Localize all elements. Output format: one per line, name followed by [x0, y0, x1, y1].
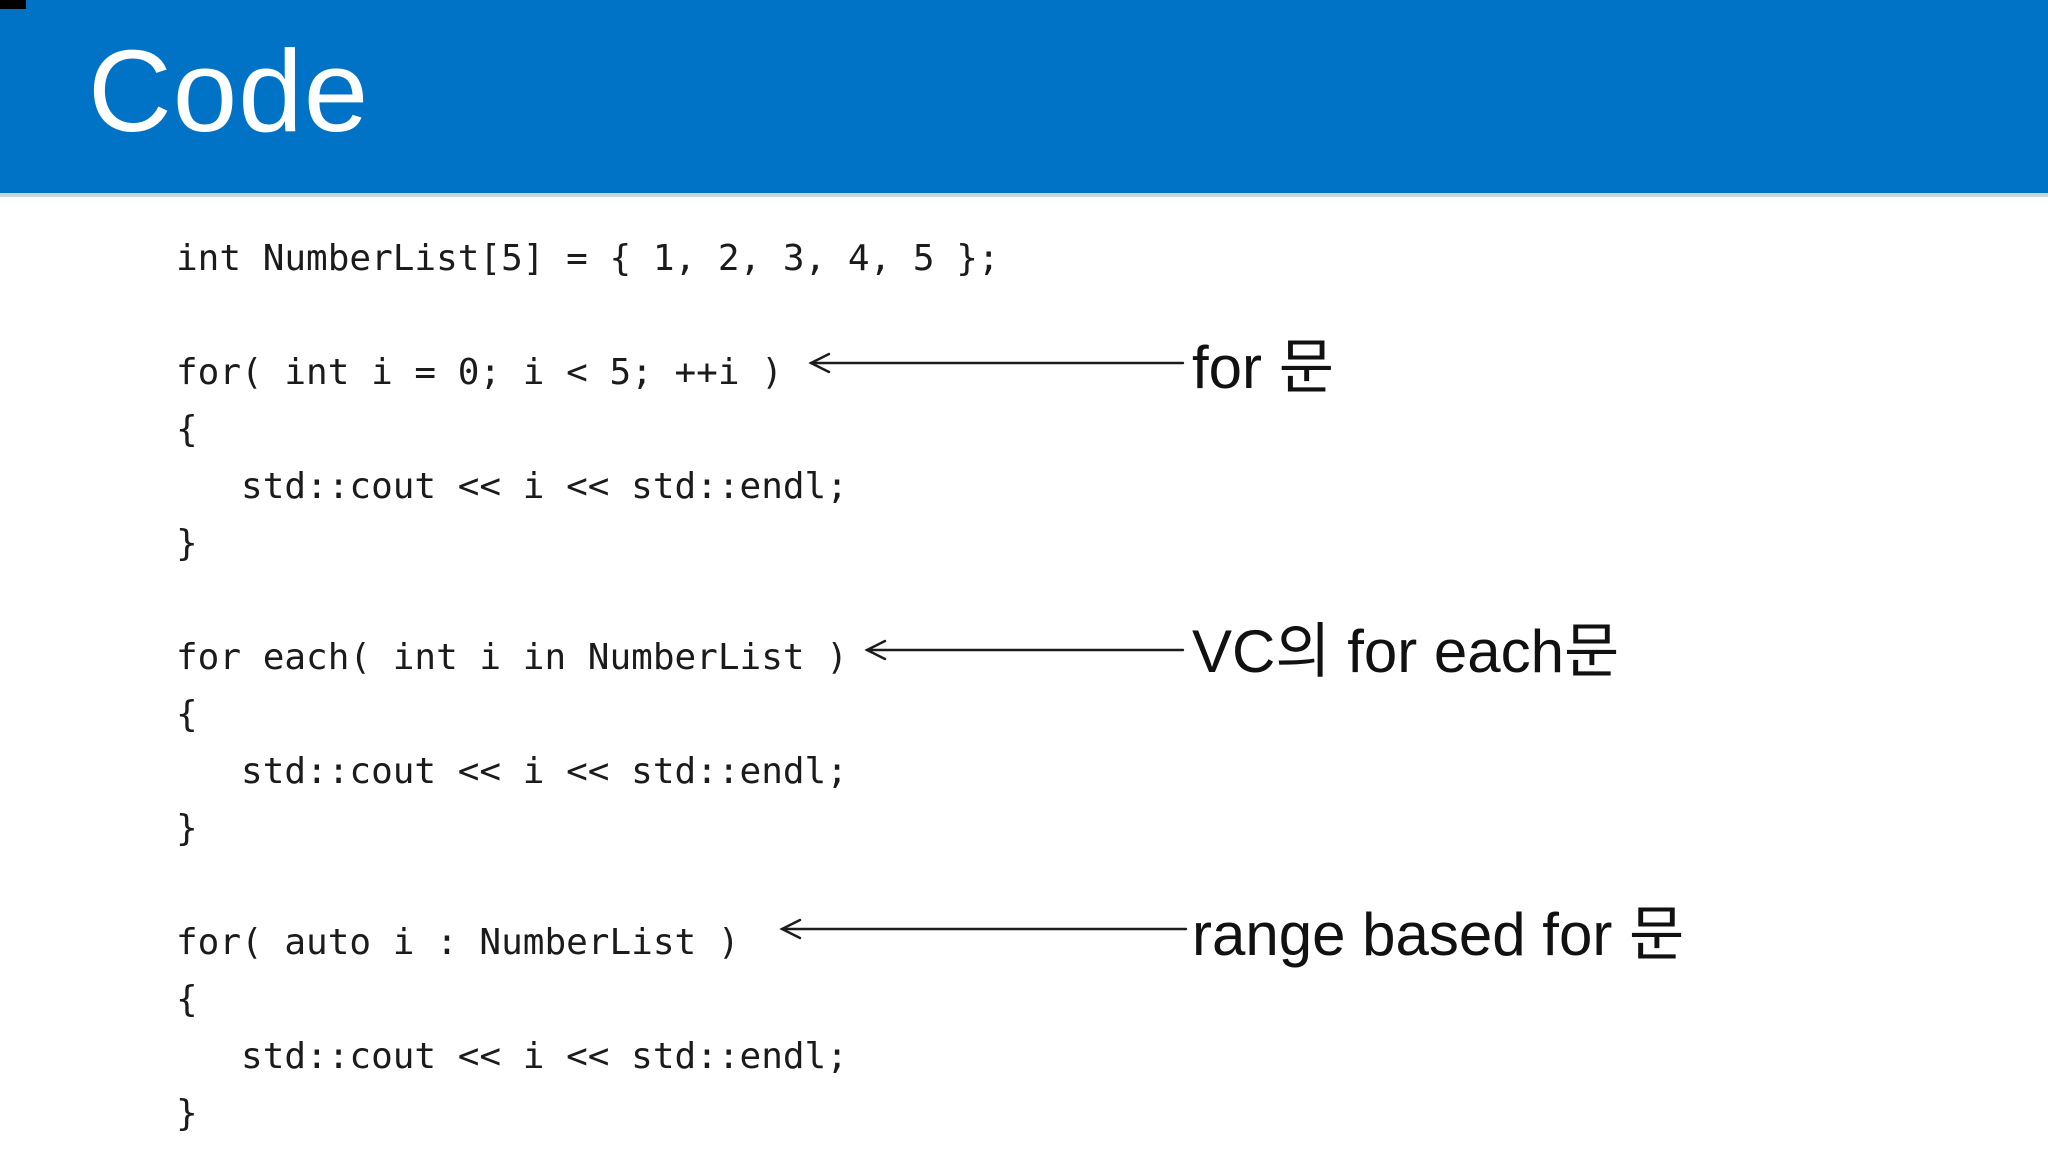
slide-title: Code: [88, 26, 370, 156]
left-arrow-icon: [864, 639, 1185, 661]
annotation-label-vc-for-each: VC의 for each문: [1192, 618, 1620, 685]
annotation-label-range-based-for: range based for 문: [1192, 901, 1685, 968]
left-arrow-icon: [779, 918, 1188, 940]
code-block: int NumberList[5] = { 1, 2, 3, 4, 5 }; f…: [176, 238, 1000, 1134]
header-divider: [0, 193, 2048, 197]
corner-artifact: [0, 0, 26, 9]
slide-header: Code: [0, 0, 2048, 193]
annotation-label-for: for 문: [1192, 334, 1334, 401]
left-arrow-icon: [808, 352, 1185, 374]
